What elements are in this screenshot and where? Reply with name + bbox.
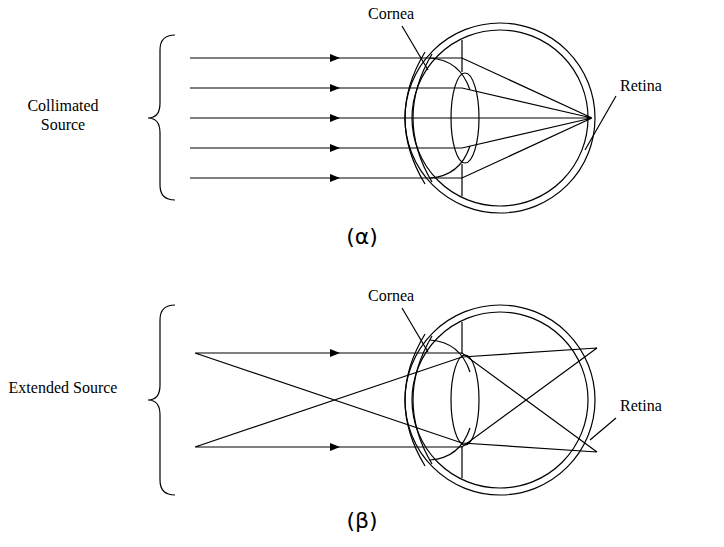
anterior-chamber [430, 340, 470, 460]
source-brace [148, 35, 175, 200]
cornea-inner-outline [413, 336, 432, 464]
panel-caption: (α) [330, 224, 394, 250]
arrowhead [330, 114, 340, 122]
light-rays [195, 348, 597, 452]
leader-line [585, 96, 616, 150]
source-label: Collimated Source [8, 96, 118, 134]
part-label: Retina [620, 396, 700, 415]
source-label: Extended Source [8, 378, 118, 397]
source-brace [148, 305, 175, 495]
arrowhead [330, 349, 340, 357]
ray-arrowheads [330, 54, 340, 182]
lens [451, 355, 479, 445]
leader-line [402, 308, 428, 352]
leader-line [590, 418, 616, 440]
arrowhead [330, 443, 340, 451]
light-rays [190, 58, 592, 178]
arrowhead [330, 174, 340, 182]
panel-caption: (β) [330, 508, 394, 534]
arrowhead [330, 54, 340, 62]
iris [461, 322, 462, 478]
leader-line [402, 26, 428, 70]
part-label: Cornea [368, 286, 438, 305]
part-label: Cornea [368, 4, 438, 23]
arrowhead [330, 144, 340, 152]
arrowhead [330, 84, 340, 92]
eyeball-inner-outline [412, 312, 588, 488]
ray-arrowheads [330, 349, 340, 451]
cornea-outline [405, 334, 425, 466]
eyeball-outline [405, 305, 595, 495]
part-label: Retina [620, 76, 700, 95]
